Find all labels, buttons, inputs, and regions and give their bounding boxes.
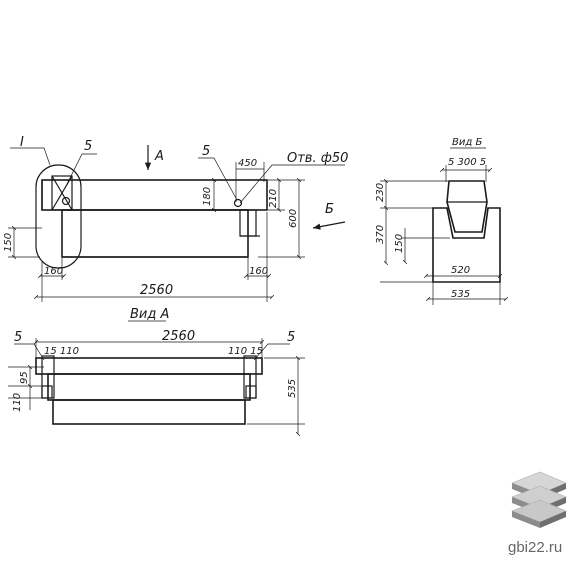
item-5-right: 5 bbox=[202, 144, 210, 159]
side-item-5-left: 5 bbox=[14, 330, 22, 345]
side-beam-top bbox=[35, 357, 263, 375]
view-arrow-b bbox=[312, 221, 346, 230]
dim-2560-side: 2560 bbox=[162, 329, 195, 344]
hole-note: Отв. ф50 bbox=[287, 151, 348, 166]
dim-150-left: 150 bbox=[3, 233, 14, 252]
dim-110: 110 bbox=[12, 393, 23, 412]
side-item-5-right: 5 bbox=[287, 330, 295, 345]
stacked-slabs-logo bbox=[511, 471, 567, 528]
dim-600: 600 bbox=[288, 209, 299, 228]
end-dim-370: 370 bbox=[375, 225, 386, 244]
end-dim-535: 535 bbox=[451, 289, 470, 300]
end-view-title: Вид Б bbox=[452, 137, 482, 148]
end-dim-230: 230 bbox=[375, 183, 386, 202]
side-beam-middle bbox=[47, 373, 251, 401]
item-5-left: 5 bbox=[84, 139, 92, 154]
dim-2560-top: 2560 bbox=[140, 283, 173, 298]
section-label: I bbox=[20, 135, 24, 150]
side-view-title: Вид А bbox=[130, 307, 169, 322]
dim-110-15: 110 15 bbox=[228, 346, 263, 357]
top-view: I 5 A 5 450 Отв. ф50 180 210 600 Б bbox=[3, 135, 348, 302]
beam-body bbox=[61, 209, 249, 258]
dim-95: 95 bbox=[19, 371, 30, 384]
view-arrow-b-label: Б bbox=[325, 202, 334, 217]
dim-450: 450 bbox=[238, 158, 257, 169]
side-view: Вид А 2560 5 5 15 110 110 15 95 110 bbox=[8, 307, 305, 434]
end-view: Вид Б 5 300 5 230 370 150 520 535 bbox=[375, 137, 506, 305]
dim-160-left: 160 bbox=[44, 266, 63, 277]
view-arrow-a-label: A bbox=[154, 149, 164, 164]
watermark-text: gbi22.ru bbox=[508, 539, 562, 556]
dim-535-side: 535 bbox=[287, 379, 298, 398]
end-base-trough bbox=[432, 207, 501, 283]
side-beam-bottom bbox=[52, 399, 246, 425]
hole-right bbox=[233, 198, 243, 208]
end-dim-top: 5 300 5 bbox=[448, 157, 486, 168]
beam-top-flange bbox=[41, 179, 268, 211]
detail-ellipse bbox=[35, 164, 82, 269]
dim-15-110: 15 110 bbox=[44, 346, 79, 357]
dim-210: 210 bbox=[268, 189, 279, 208]
end-dim-150: 150 bbox=[394, 234, 405, 253]
hole-left bbox=[61, 196, 71, 206]
left-end-fitting bbox=[51, 175, 73, 211]
dim-180: 180 bbox=[202, 187, 213, 206]
end-dim-520: 520 bbox=[451, 265, 470, 276]
dim-160-right: 160 bbox=[249, 266, 268, 277]
end-upper-section bbox=[446, 180, 488, 233]
